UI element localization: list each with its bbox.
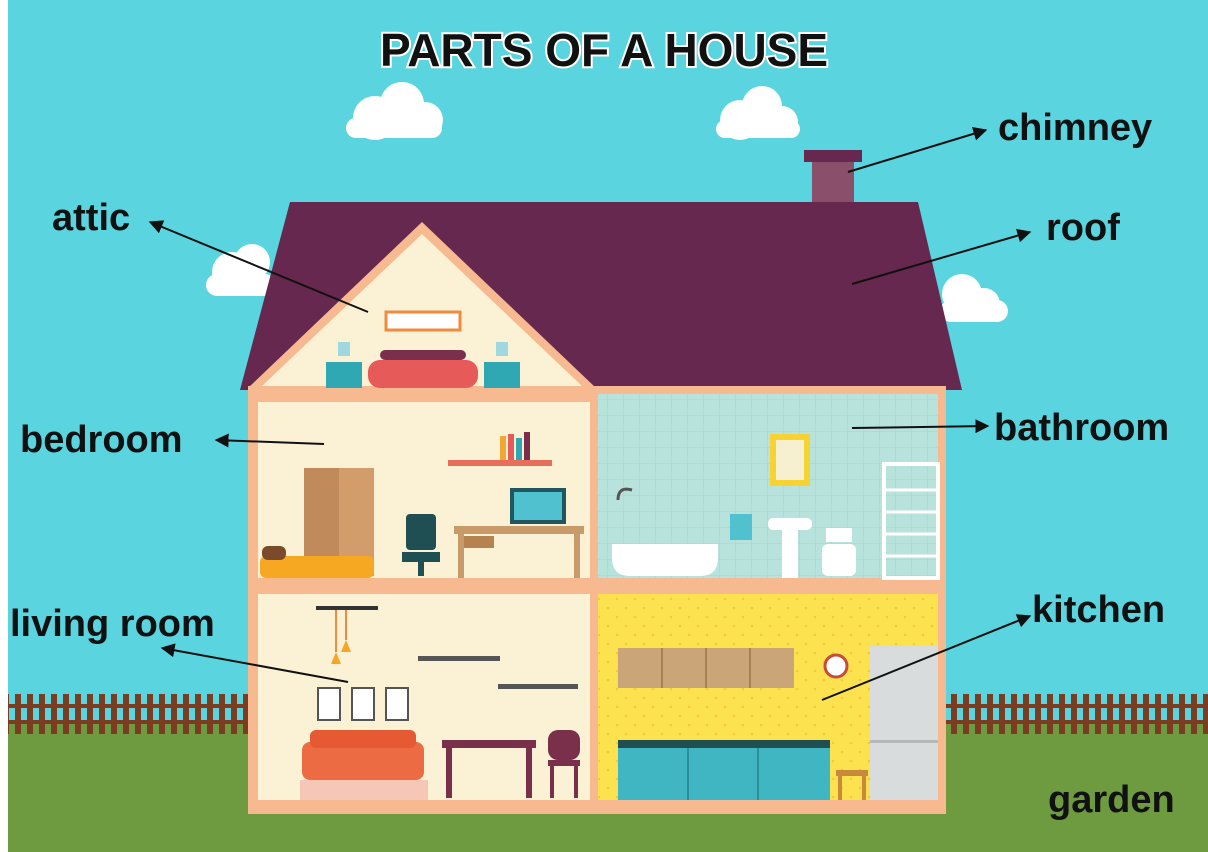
stool xyxy=(836,770,868,800)
cloud xyxy=(716,86,800,140)
bathroom-shelf xyxy=(882,462,940,580)
rug xyxy=(300,780,428,800)
wall-pictures xyxy=(317,687,409,721)
dining-table xyxy=(442,740,536,798)
arrow-bathroom xyxy=(851,419,990,434)
label-roof: roof xyxy=(1046,207,1120,249)
label-living-room: living room xyxy=(10,603,215,645)
bookshelf xyxy=(448,432,552,466)
floor-strip xyxy=(248,800,946,814)
fence-left xyxy=(8,694,250,734)
bedroom-bed xyxy=(260,546,374,578)
label-chimney: chimney xyxy=(998,107,1152,149)
arrow-chimney xyxy=(847,126,988,173)
sink xyxy=(768,518,812,578)
fence-right xyxy=(946,694,1208,734)
chimney xyxy=(804,150,862,204)
label-kitchen: kitchen xyxy=(1032,589,1165,631)
label-attic: attic xyxy=(52,197,130,239)
dining-chair xyxy=(548,730,580,798)
pendant-lamp xyxy=(316,606,378,664)
arrow-living-room xyxy=(160,643,349,683)
nightstand xyxy=(484,342,520,388)
arrow-bedroom xyxy=(214,433,325,448)
attic-bed xyxy=(368,350,478,388)
toilet xyxy=(822,528,856,576)
kitchen-cabinets xyxy=(618,648,794,688)
nightstand xyxy=(326,342,362,388)
sofa xyxy=(302,730,424,780)
label-bathroom: bathroom xyxy=(994,407,1169,449)
label-bedroom: bedroom xyxy=(20,419,183,461)
desk xyxy=(454,526,584,578)
mirror xyxy=(770,434,810,486)
bathtub xyxy=(612,487,718,576)
page-title: PARTS OF A HOUSE xyxy=(380,24,828,76)
cloud xyxy=(940,274,1008,322)
cloud xyxy=(346,82,443,140)
computer-monitor xyxy=(510,488,566,524)
wall-shelf xyxy=(418,656,578,689)
label-garden: garden xyxy=(1048,779,1175,821)
kitchen-counter xyxy=(618,740,830,800)
arrow-roof xyxy=(851,228,1032,285)
towel xyxy=(730,514,752,540)
desk-chair xyxy=(402,514,440,576)
arrow-kitchen xyxy=(821,614,1032,701)
attic-picture xyxy=(384,310,462,332)
wall-clock xyxy=(823,653,849,679)
arrow-attic xyxy=(148,220,369,313)
cloud xyxy=(206,244,276,296)
fridge xyxy=(870,646,938,800)
